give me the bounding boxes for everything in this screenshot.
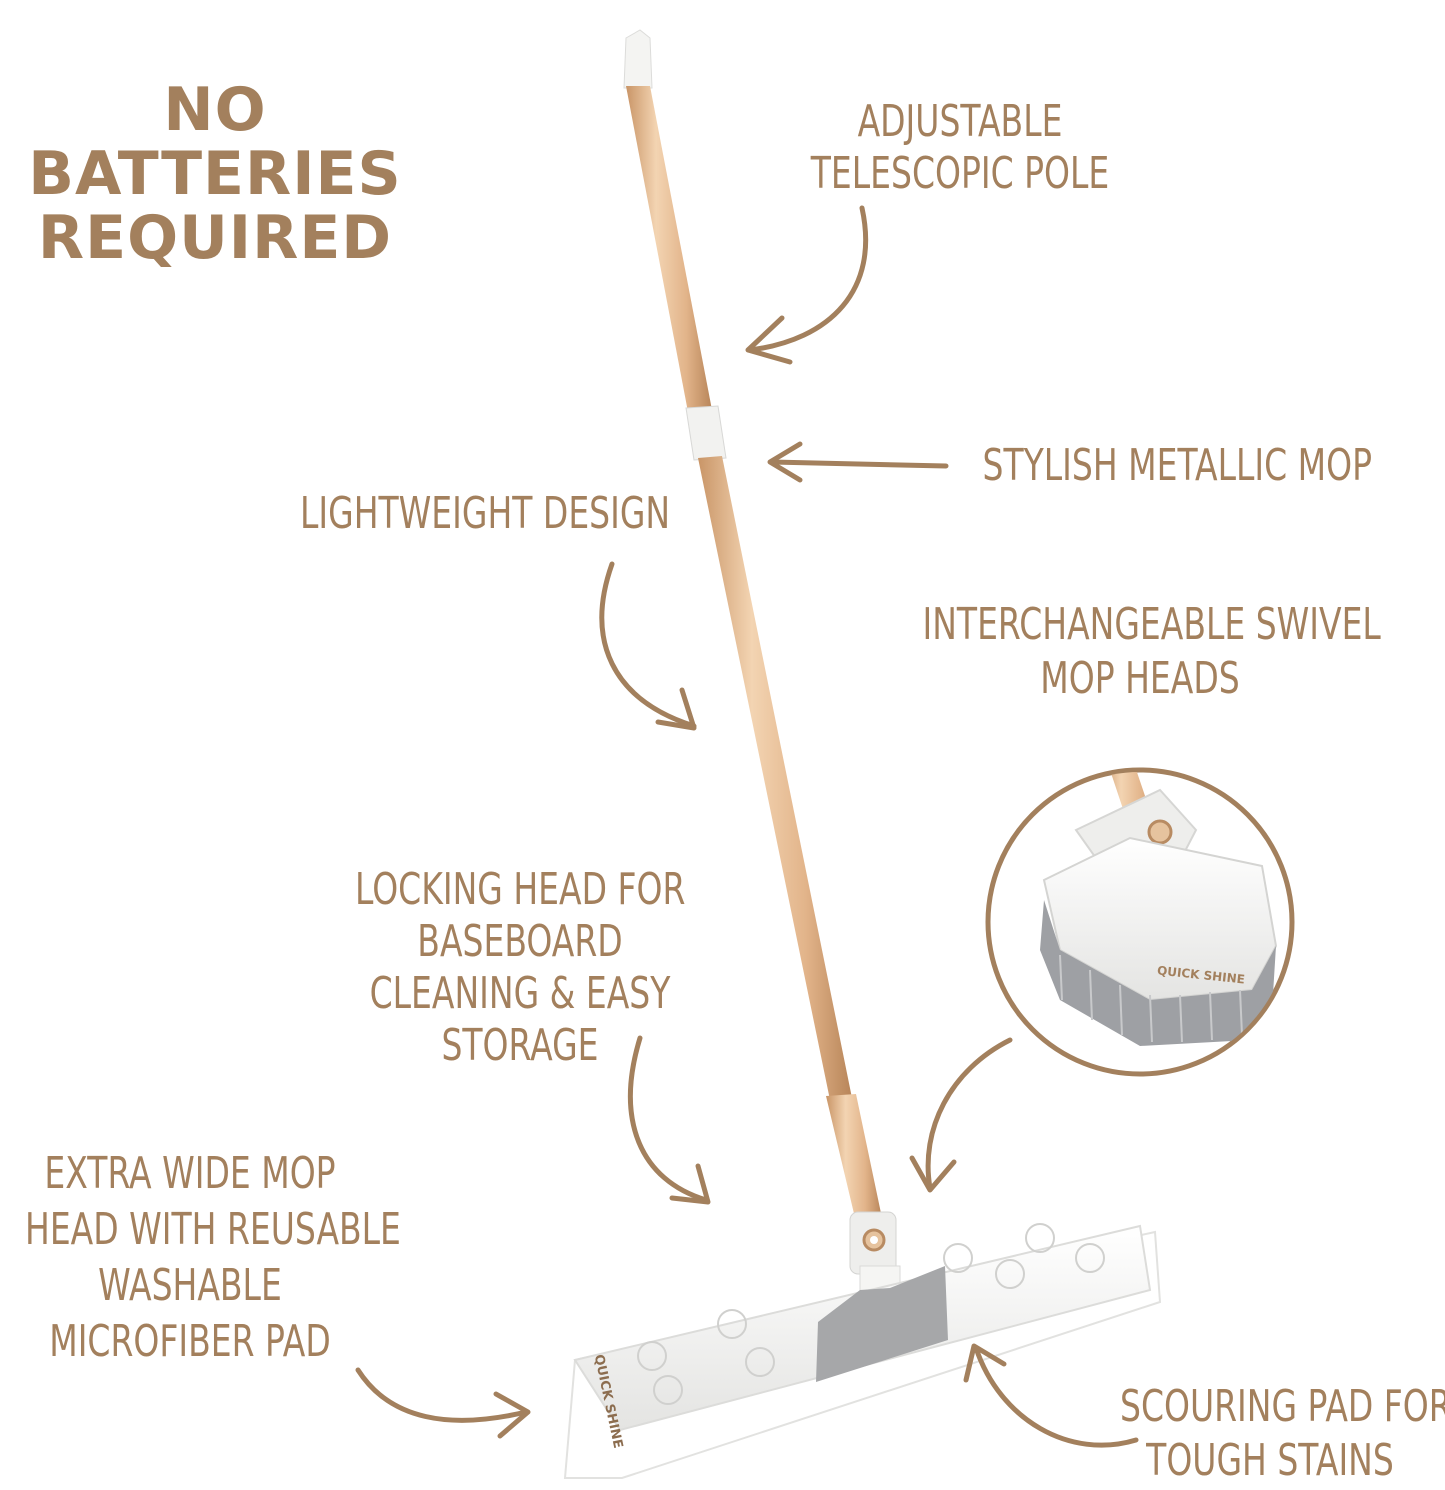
arrow-locking [627,1035,711,1205]
callout-locking-line-2: BASEBOARD [417,916,623,967]
mop-swivel-joint [849,1211,901,1301]
pole-lock-collar [685,405,727,461]
pole-middle-segment [698,456,852,1100]
callout-swivel-line-1: INTERCHANGEABLE SWIVEL [922,599,1381,650]
headline-line-3: REQUIRED [37,203,393,273]
arrow-lightweight [599,561,697,731]
callout-metallic-line-1: STYLISH METALLIC MOP [982,440,1373,491]
arrow-swivel [909,1037,1013,1193]
callout-telescopic-line-2: TELESCOPIC POLE [810,148,1110,199]
callout-wide-line-1: EXTRA WIDE MOP [44,1148,336,1199]
callout-scouring-line-1: SCOURING PAD FOR [1120,1381,1445,1432]
pole-lower-segment [826,1094,882,1222]
callout-locking-line-1: LOCKING HEAD FOR [355,864,686,915]
callout-swivel-line-2: MOP HEADS [1040,653,1240,704]
headline: NO BATTERIES REQUIRED [0,78,430,270]
arrow-scouring [963,1343,1139,1448]
arrow-metallic [767,441,949,483]
swivel-brush-inset [985,767,1295,1077]
arrow-wide [355,1367,531,1439]
callout-wide-line-3: WASHABLE [98,1260,282,1311]
callout-telescopic-line-1: ADJUSTABLE [857,96,1063,147]
telescopic-pole [623,29,882,1222]
callout-locking-line-3: CLEANING & EASY [369,968,671,1019]
headline-line-2: BATTERIES [28,139,402,209]
callout-scouring: SCOURING PAD FOR TOUGH STAINS [1120,1380,1445,1488]
callout-wide-line-4: MICROFIBER PAD [49,1316,331,1367]
callout-scouring-line-2: TOUGH STAINS [1146,1435,1394,1486]
headline-line-1: NO [163,75,267,145]
callout-metallic: STYLISH METALLIC MOP [982,440,1373,492]
callout-telescopic: ADJUSTABLE TELESCOPIC POLE [810,96,1110,200]
callout-locking-line-4: STORAGE [441,1020,599,1071]
callout-locking: LOCKING HEAD FOR BASEBOARD CLEANING & EA… [355,864,685,1072]
pole-upper-segment [626,86,712,412]
callout-lightweight: LIGHTWEIGHT DESIGN [300,488,671,540]
arrow-telescopic [745,205,869,365]
mop-head [563,1223,1162,1479]
callout-lightweight-line-1: LIGHTWEIGHT DESIGN [300,488,671,539]
callout-swivel: INTERCHANGEABLE SWIVEL MOP HEADS [922,598,1381,706]
callout-wide: EXTRA WIDE MOP HEAD WITH REUSABLE WASHAB… [25,1146,401,1370]
callout-wide-line-2: HEAD WITH REUSABLE [25,1204,401,1255]
scouring-pad [816,1266,948,1382]
pole-end-cap [623,29,653,89]
